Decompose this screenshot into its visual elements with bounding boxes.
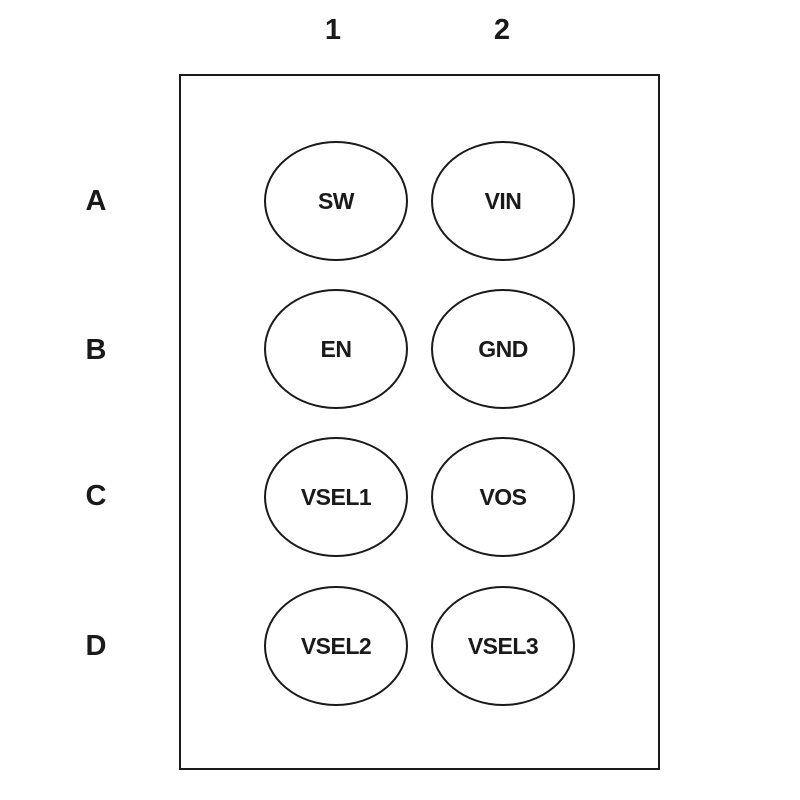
package-outline xyxy=(179,74,660,770)
pin-c2: VOS xyxy=(431,437,575,557)
pin-b2: GND xyxy=(431,289,575,409)
column-label-1: 1 xyxy=(324,14,342,46)
pin-d1-label: VSEL2 xyxy=(300,632,372,659)
pin-c1-label: VSEL1 xyxy=(300,483,372,510)
pin-c1: VSEL1 xyxy=(264,437,408,557)
pin-a1: SW xyxy=(264,141,408,261)
row-label-d: D xyxy=(85,630,107,662)
pin-a2: VIN xyxy=(431,141,575,261)
pin-c2-label: VOS xyxy=(479,483,527,510)
pin-d2-label: VSEL3 xyxy=(467,632,539,659)
pin-d2: VSEL3 xyxy=(431,586,575,706)
row-label-c: C xyxy=(85,480,107,512)
column-label-2: 2 xyxy=(493,14,511,46)
row-label-b: B xyxy=(85,334,107,366)
pin-b1: EN xyxy=(264,289,408,409)
pin-d1: VSEL2 xyxy=(264,586,408,706)
pin-b2-label: GND xyxy=(478,335,528,362)
pin-a2-label: VIN xyxy=(484,187,522,214)
pin-b1-label: EN xyxy=(320,335,352,362)
row-label-a: A xyxy=(85,185,107,217)
pin-a1-label: SW xyxy=(317,187,355,214)
